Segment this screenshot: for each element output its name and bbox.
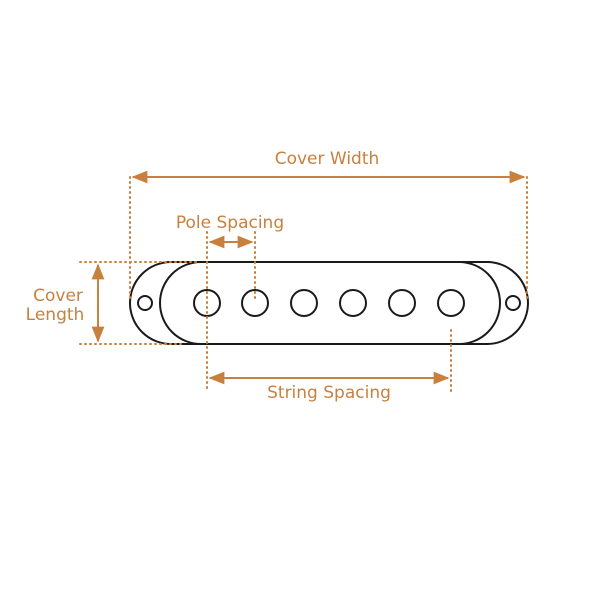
pole-piece-3 — [290, 289, 318, 317]
cover-length-label-line2: Length — [26, 305, 85, 325]
extension-lines — [79, 176, 528, 393]
pole-piece-5 — [388, 289, 416, 317]
dimension-arrows — [91, 170, 526, 385]
mounting-hole-right — [505, 295, 521, 311]
cover-outer-plate — [129, 261, 529, 345]
cover-length-label-line1: Cover — [33, 286, 83, 306]
cover-inner-body — [159, 261, 501, 345]
pole-piece-2 — [241, 289, 269, 317]
mounting-hole-left — [137, 295, 153, 311]
pole-piece-6 — [437, 289, 465, 317]
string-spacing-label: String Spacing — [267, 383, 391, 403]
pickup-cover — [129, 261, 529, 345]
pole-spacing-label: Pole Spacing — [176, 213, 284, 233]
pole-piece-4 — [339, 289, 367, 317]
cover-width-label: Cover Width — [275, 149, 380, 169]
